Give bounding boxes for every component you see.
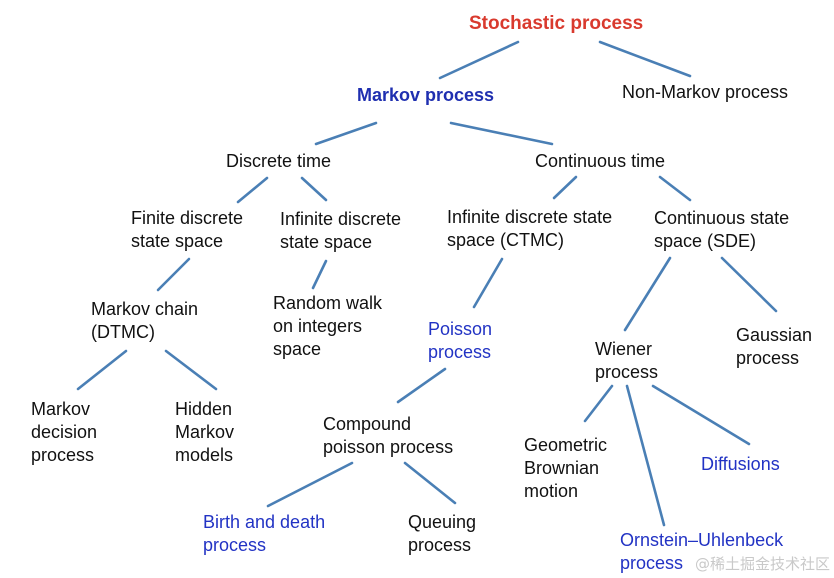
node-discrete-time: Discrete time bbox=[226, 151, 332, 171]
edge-continuous-ctmc bbox=[552, 175, 578, 200]
node-ornstein-uhlenbeck-process: Ornstein–Uhlenbeck process bbox=[620, 530, 784, 573]
edge-dtmc-hidden bbox=[164, 349, 218, 391]
edge-compound-queuing bbox=[403, 461, 457, 505]
edge-root-markov bbox=[438, 40, 520, 80]
node-poisson-process: Poisson process bbox=[428, 319, 493, 362]
node-markov-decision-process: Markov decision process bbox=[31, 399, 98, 465]
edge-discrete-finite bbox=[236, 176, 269, 204]
node-queuing-process: Queuing process bbox=[408, 512, 477, 555]
watermark-text: @稀土掘金技术社区 bbox=[694, 555, 830, 573]
edge-wiener-diffusions bbox=[651, 384, 751, 446]
node-birth-and-death-process: Birth and death process bbox=[203, 512, 326, 555]
node-random-walk: Random walk on integers space bbox=[273, 293, 383, 359]
edge-sde-gaussian bbox=[720, 256, 778, 313]
edge-poisson-compound bbox=[396, 367, 447, 404]
node-diffusions: Diffusions bbox=[701, 454, 780, 474]
edge-root-nonmarkov bbox=[598, 40, 692, 78]
edge-wiener-geometric bbox=[583, 384, 614, 423]
node-infinite-discrete-state-space: Infinite discrete state space bbox=[280, 209, 402, 252]
node-hidden-markov-models: Hidden Markov models bbox=[175, 399, 235, 465]
edge-compound-birthdeath bbox=[266, 461, 354, 508]
edge-sde-wiener bbox=[623, 256, 672, 332]
edge-wiener-ornstein bbox=[625, 384, 666, 527]
node-geometric-brownian-motion: Geometric Brownian motion bbox=[524, 435, 608, 501]
node-continuous-state-space-sde: Continuous state space (SDE) bbox=[654, 208, 790, 251]
node-wiener-process: Wiener process bbox=[595, 339, 659, 382]
node-finite-discrete-state-space: Finite discrete state space bbox=[131, 208, 244, 251]
node-stochastic-process: Stochastic process bbox=[469, 13, 644, 34]
edge-infinite-randomwalk bbox=[311, 259, 328, 290]
node-continuous-time: Continuous time bbox=[535, 151, 666, 171]
node-non-markov-process: Non-Markov process bbox=[622, 82, 789, 102]
edge-finite-dtmc bbox=[156, 257, 191, 292]
edge-continuous-sde bbox=[658, 175, 692, 202]
node-compound-poisson-process: Compound poisson process bbox=[323, 414, 454, 457]
node-infinite-discrete-state-space-ctmc: Infinite discrete state space (CTMC) bbox=[447, 207, 613, 250]
node-markov-process: Markov process bbox=[357, 85, 495, 105]
node-markov-chain-dtmc: Markov chain (DTMC) bbox=[91, 299, 199, 342]
edge-markov-continuous bbox=[449, 121, 554, 146]
edge-markov-discrete bbox=[314, 121, 378, 146]
edge-dtmc-decision bbox=[76, 349, 128, 391]
node-gaussian-process: Gaussian process bbox=[736, 325, 813, 368]
edge-ctmc-poisson bbox=[472, 257, 504, 309]
edge-discrete-infinite bbox=[300, 176, 328, 202]
